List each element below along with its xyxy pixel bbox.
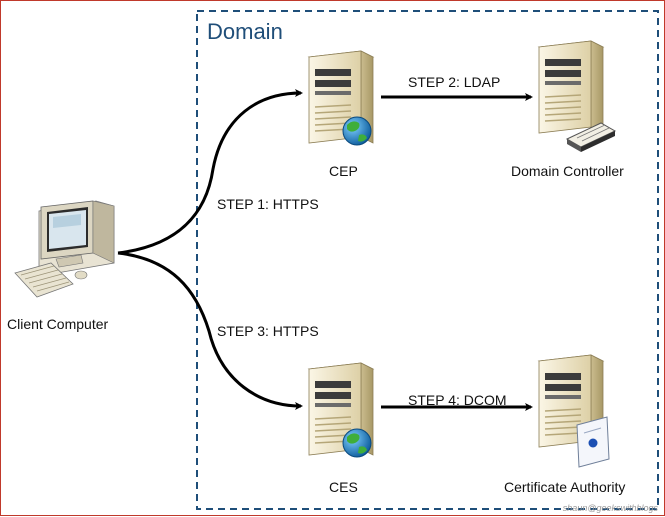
arrow-step1 — [117, 89, 303, 255]
client-computer-label: Client Computer — [7, 316, 109, 332]
watermark: shaun@geekswithblogs — [562, 503, 658, 513]
domain-controller-label: Domain Controller — [511, 163, 624, 179]
ces-server-icon — [308, 362, 374, 458]
step3-label: STEP 3: HTTPS — [217, 323, 319, 339]
certificate-authority-label: Certificate Authority — [504, 479, 626, 495]
domain-boundary — [196, 10, 659, 510]
cep-label: CEP — [329, 163, 358, 179]
arrow-step3 — [117, 251, 303, 410]
client-computer-icon — [14, 200, 115, 298]
step1-label: STEP 1: HTTPS — [217, 196, 319, 212]
domain-title: Domain — [207, 19, 283, 44]
cep-server-icon — [308, 50, 374, 146]
ces-label: CES — [329, 479, 358, 495]
domain-controller-server-icon — [538, 40, 617, 152]
step2-label: STEP 2: LDAP — [408, 74, 501, 90]
certificate-authority-server-icon — [538, 354, 610, 468]
step4-label: STEP 4: DCOM — [408, 392, 507, 408]
